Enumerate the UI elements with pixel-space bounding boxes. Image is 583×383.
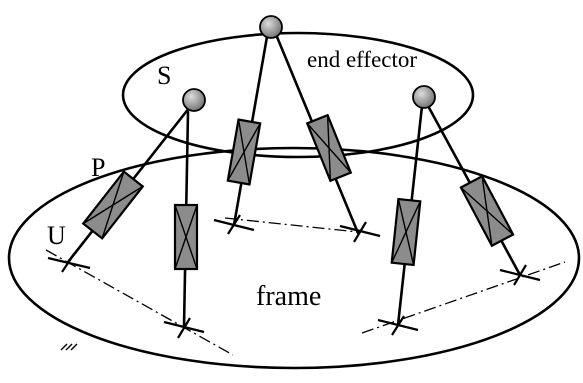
s-joint-top [259, 15, 283, 39]
label-universal: U [47, 221, 66, 250]
label-frame: frame [256, 281, 321, 312]
actuator-leg-4 [305, 113, 353, 183]
frame-ellipse [7, 146, 581, 370]
u-joint-3 [213, 214, 255, 235]
label-prismatic: P [91, 153, 105, 182]
base-joint-connectors [45, 217, 566, 356]
u-joint-6 [499, 264, 541, 286]
u-joint-1 [47, 253, 91, 273]
prismatic-actuators [81, 113, 515, 271]
u-joint-5 [377, 315, 419, 336]
s-joint-right [412, 85, 436, 109]
label-end-effector: end effector [307, 47, 417, 72]
actuator-leg-6 [459, 174, 515, 248]
s-joint-left [182, 88, 206, 112]
u-joint-4 [339, 221, 381, 243]
universal-joints [47, 214, 541, 339]
actuator-leg-5 [390, 197, 422, 267]
actuator-leg-3 [226, 118, 262, 186]
ground-hatch [60, 343, 78, 351]
actuator-leg-2 [173, 203, 199, 271]
spherical-joints [182, 15, 436, 112]
label-spherical: S [157, 61, 171, 90]
actuator-leg-1 [81, 170, 145, 240]
u-joint-2 [163, 317, 205, 339]
end-effector-ellipse [121, 31, 475, 159]
